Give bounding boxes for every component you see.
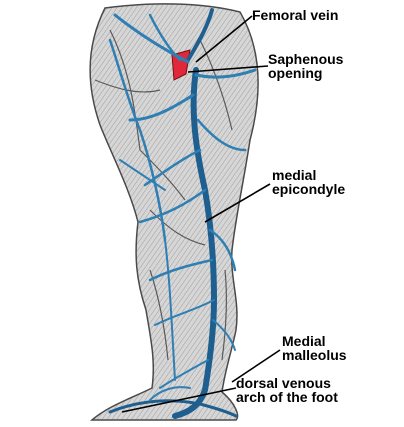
label-medial-malleolus-line2: malleolus <box>282 347 347 363</box>
label-saphenous-opening-line2: opening <box>268 65 322 81</box>
label-medial-epicondyle-line2: epicondyle <box>272 181 345 197</box>
label-dorsal-arch-line2: arch of the foot <box>236 389 338 405</box>
label-femoral-vein: Femoral vein <box>252 7 338 23</box>
